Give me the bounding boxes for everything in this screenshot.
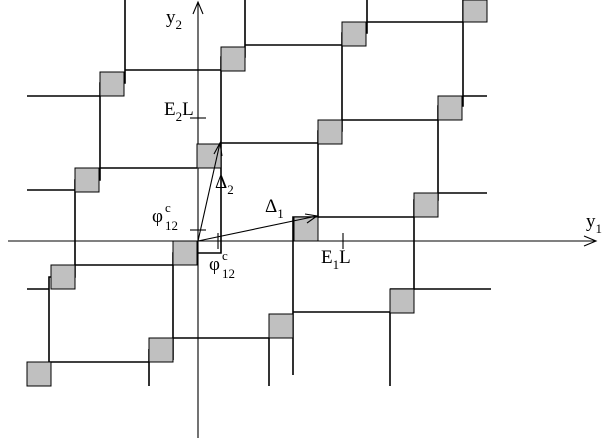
- delta1-vector: [197, 215, 318, 242]
- delta1-label-sub: 1: [277, 206, 284, 221]
- cell: [268, 313, 294, 339]
- e1l-label-tail: L: [339, 247, 351, 268]
- cell: [293, 216, 319, 242]
- cell: [341, 21, 367, 47]
- y2-axis-label-main: y: [166, 7, 176, 28]
- y2-axis-label: y2: [166, 7, 182, 32]
- cell: [172, 240, 198, 266]
- phi-left-label-sub: 12: [165, 218, 178, 233]
- cell: [220, 46, 246, 72]
- y1-axis-label-main: y: [586, 211, 596, 232]
- e1l-label-sub: 1: [333, 257, 340, 272]
- delta2-label: Δ2: [215, 172, 234, 197]
- shaded-cells: [26, 0, 488, 387]
- e2l-label: E2L: [164, 99, 194, 124]
- e2l-label-main: E: [164, 99, 176, 120]
- staircase-c: [292, 0, 368, 375]
- phi-right-label-main: φ: [209, 254, 220, 275]
- cell: [50, 264, 76, 290]
- staircase-d: [390, 0, 464, 290]
- delta1-arrowhead: [304, 213, 319, 224]
- cell: [26, 361, 52, 387]
- delta1-label: Δ1: [265, 196, 284, 221]
- delta2-label-sub: 2: [227, 182, 234, 197]
- cell: [317, 119, 343, 145]
- x-axis-arrowhead: [583, 235, 598, 247]
- cell: [462, 0, 488, 23]
- delta1-label-main: Δ: [265, 196, 277, 217]
- y2-axis-label-sub: 2: [176, 17, 183, 32]
- phi-left-label-main: φ: [152, 206, 163, 227]
- y1-axis-label: y1: [586, 211, 602, 236]
- e2l-label-sub: 2: [176, 109, 183, 124]
- delta2-label-main: Δ: [215, 172, 227, 193]
- phi-left-label-sup: c: [165, 200, 171, 215]
- e1l-label-main: E: [321, 247, 333, 268]
- phi-right-label-sup: c: [222, 248, 228, 263]
- e1l-label: E1L: [321, 247, 351, 272]
- e2l-label-tail: L: [182, 99, 194, 120]
- lattice-vectors: [197, 141, 319, 242]
- cell: [437, 95, 463, 121]
- cell: [99, 71, 125, 97]
- cell: [148, 337, 174, 363]
- cell: [413, 192, 439, 218]
- y1-axis-label-sub: 1: [596, 221, 602, 236]
- delta2-vector: [197, 142, 221, 242]
- cell: [74, 167, 100, 193]
- phi-right-label-sub: 12: [222, 266, 235, 281]
- delta2-arrowhead: [213, 141, 223, 157]
- y-axis-arrowhead: [192, 0, 204, 15]
- cell: [389, 288, 415, 314]
